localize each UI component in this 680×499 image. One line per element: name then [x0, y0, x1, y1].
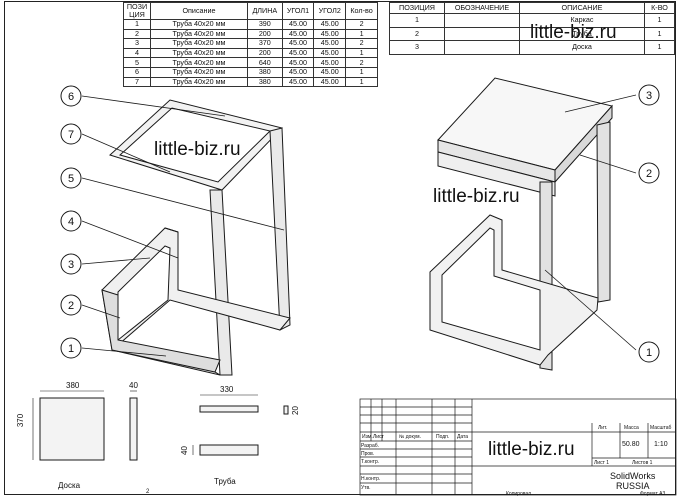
- col-description: ОПИСАНИЕ: [519, 2, 645, 14]
- col-description: Описание: [150, 2, 248, 20]
- board-view: [32, 390, 138, 461]
- tb-sheet-value: Лист 1: [594, 460, 610, 466]
- col-position: ПОЗИЦИЯ: [123, 2, 151, 20]
- tb-docnum-label: № докум.: [399, 434, 421, 440]
- col-length: ДЛИНА: [247, 2, 283, 20]
- right-callout-number: 1: [646, 347, 652, 359]
- parts-table-header: ПОЗИЦИЯ Описание ДЛИНА УГОЛ1 УГОЛ2 Кол-в…: [123, 2, 378, 20]
- left-callout-circle: [60, 210, 82, 232]
- tb-software: SolidWorks: [610, 471, 656, 481]
- tb-copied: Копировал: [506, 491, 532, 497]
- col-angle1: УГОЛ1: [281, 2, 315, 20]
- tube-width-dim: 20: [290, 406, 300, 415]
- right-callout-circle: [638, 341, 660, 363]
- board-thickness-dim: 40: [129, 381, 138, 390]
- tube-length-dim: 330: [220, 385, 234, 394]
- left-callout-number: 7: [68, 129, 74, 141]
- col-qty: К-ВО: [644, 2, 675, 14]
- tb-tcontrol-label: Т.контр.: [361, 459, 380, 465]
- sheet-border: [4, 1, 676, 495]
- table-cell: 1: [644, 40, 675, 55]
- left-callout-circle: [60, 253, 82, 275]
- tb-lit-label: Лит.: [598, 425, 608, 431]
- right-callout-circle: [638, 84, 660, 106]
- watermark-left: little-biz.ru: [154, 139, 241, 160]
- watermark-title-block: little-biz.ru: [488, 439, 575, 460]
- left-callout-number: 2: [68, 300, 74, 312]
- right-callout-number: 2: [646, 168, 652, 180]
- left-callout-circle: [60, 337, 82, 359]
- tb-country: RUSSIA: [616, 481, 650, 491]
- left-callout-number: 5: [68, 173, 74, 185]
- tb-scale-label: Масштаб: [650, 425, 672, 431]
- tb-approved-label: Утв.: [361, 485, 371, 491]
- col-qty: Кол-во: [345, 2, 378, 20]
- tb-ncontrol-label: Н.контр.: [361, 476, 381, 482]
- table-cell: 1: [644, 26, 675, 41]
- assembly-table-header: ПОЗИЦИЯ ОБОЗНАЧЕНИЕ ОПИСАНИЕ К-ВО: [389, 2, 675, 14]
- tube-label: Труба: [214, 477, 236, 486]
- tb-sheets-value: Листов 1: [632, 460, 653, 466]
- table-cell: Доска: [519, 40, 645, 55]
- col-designation: ОБОЗНАЧЕНИЕ: [444, 2, 520, 14]
- left-callout-circle: [60, 123, 82, 145]
- title-block-grid: [359, 398, 677, 496]
- tb-checker-label: Пров.: [361, 451, 375, 457]
- left-callout-circle: [60, 85, 82, 107]
- watermark-top: little-biz.ru: [530, 22, 617, 43]
- left-callout-number: 6: [68, 91, 74, 103]
- right-callout-number: 3: [646, 90, 652, 102]
- right-callout-circle: [638, 162, 660, 184]
- left-callout-circle: [60, 167, 82, 189]
- left-callout-number: 4: [68, 216, 74, 228]
- table-cell: 1: [345, 76, 378, 88]
- tb-format: Формат A3: [640, 491, 666, 497]
- left-callout-circle: [60, 294, 82, 316]
- left-callout-number: 3: [68, 259, 74, 271]
- tb-developer-label: Разраб.: [361, 443, 380, 449]
- watermark-center: little-biz.ru: [433, 186, 520, 207]
- board-width-dim: 380: [66, 381, 80, 390]
- tb-sheet-label: Лист: [373, 434, 384, 440]
- col-angle2: УГОЛ2: [313, 2, 347, 20]
- tube-height-dim: 40: [179, 446, 189, 455]
- assembly-view: [429, 77, 613, 371]
- tb-mass-value: 50.80: [622, 441, 640, 448]
- parts-table: ПОЗИЦИЯ Описание ДЛИНА УГОЛ1 УГОЛ2 Кол-в…: [123, 2, 378, 88]
- tb-scale-value: 1:10: [654, 441, 668, 448]
- frame-exploded-view: [101, 99, 291, 376]
- tube-view: [192, 394, 289, 456]
- table-cell: Труба 40х20 мм: [150, 76, 248, 88]
- board-label: Доска: [58, 481, 81, 490]
- tb-mass-label: Масса: [624, 425, 639, 431]
- left-callout-number: 1: [68, 343, 74, 355]
- board-height-dim: 370: [16, 413, 26, 428]
- tb-rev-label: Изм.: [362, 434, 373, 440]
- tb-sign-label: Подп.: [436, 434, 450, 440]
- tb-date-label: Дата: [457, 434, 469, 440]
- page-number: 2: [146, 489, 150, 495]
